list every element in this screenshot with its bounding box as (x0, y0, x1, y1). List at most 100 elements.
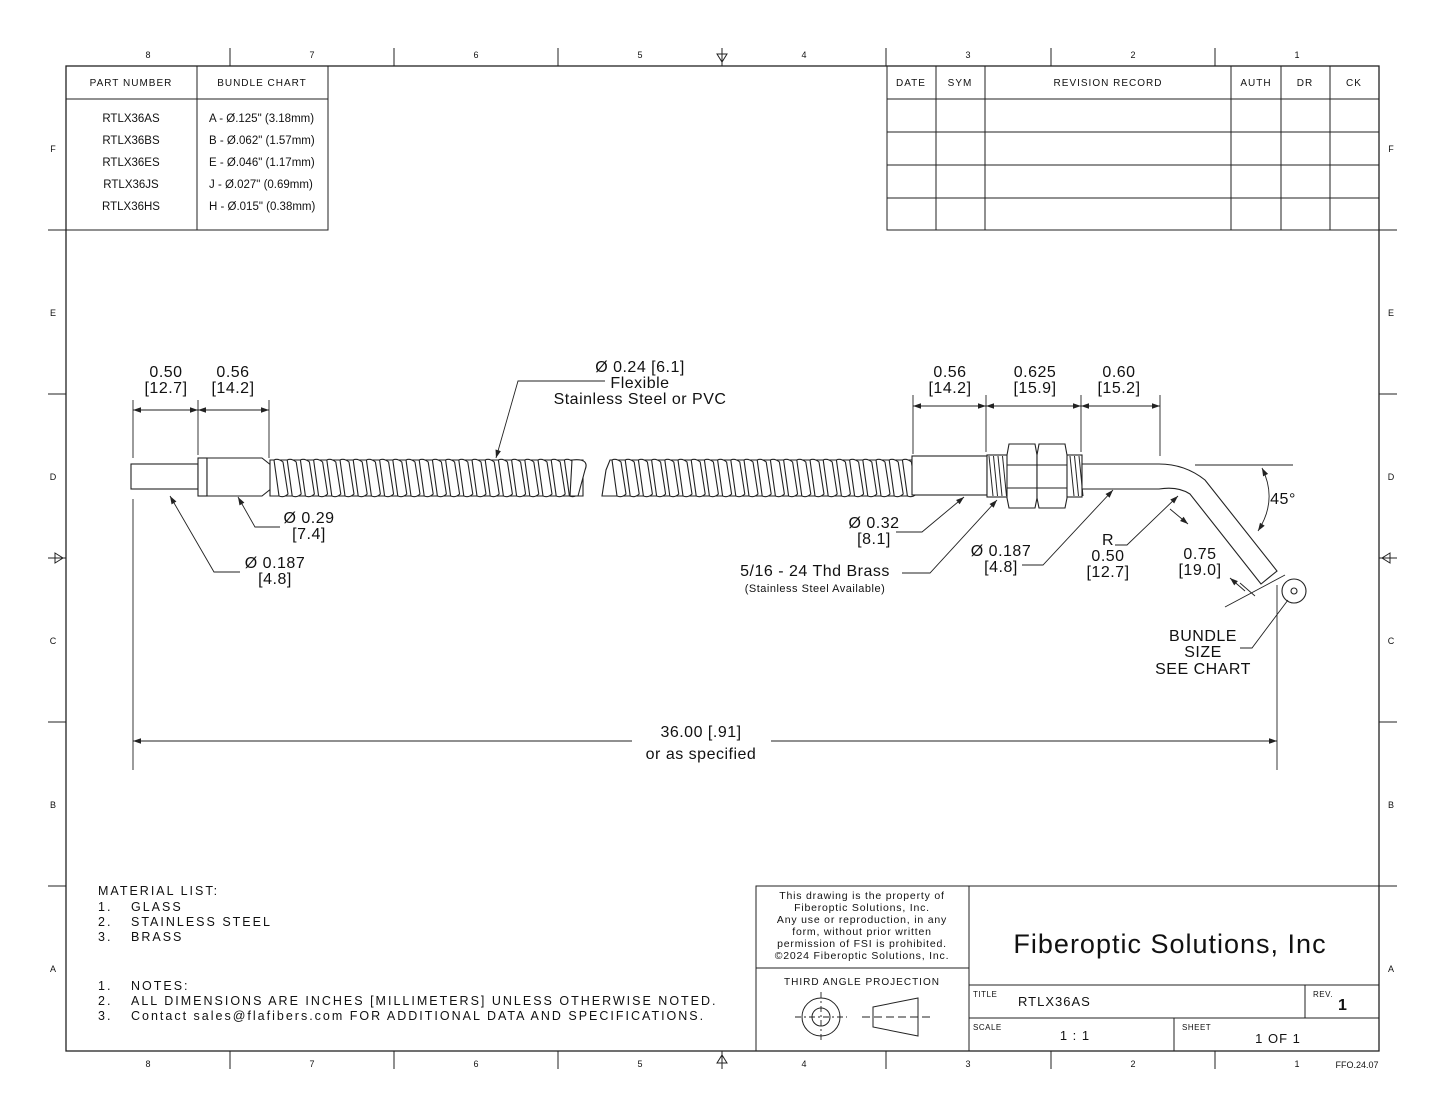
zone-row-E-right: E (1388, 308, 1394, 318)
sheath-coil (286, 458, 302, 498)
drawing-title: RTLX36AS (1018, 994, 1091, 1009)
thread-line (997, 455, 1003, 497)
note-text: ALL DIMENSIONS ARE INCHES [MILLIMETERS] … (131, 994, 718, 1008)
part-number-cell: RTLX36BS (102, 135, 160, 147)
part-number-cell: RTLX36JS (103, 179, 159, 191)
sheath-coil (365, 458, 381, 498)
part-number-cell: RTLX36AS (102, 113, 160, 125)
sheath-coil (611, 458, 627, 498)
sheath-coil (717, 458, 733, 498)
zone-col-3: 3 (965, 50, 970, 60)
zone-row-D-right: D (1388, 472, 1395, 482)
bundle-note-1: BUNDLE (1169, 628, 1237, 645)
note-text: NOTES: (131, 979, 190, 993)
material-list: MATERIAL LIST: 1. GLASS 2. STAINLESS STE… (98, 884, 272, 944)
bundle-note-2: SIZE (1184, 644, 1222, 661)
part-number-cell: RTLX36ES (102, 157, 160, 169)
sheath-coil (783, 458, 799, 498)
dim-056-mm: [14.2] (211, 380, 254, 397)
radius-mm: [12.7] (1086, 564, 1129, 581)
zone-row-B-right: B (1388, 800, 1394, 810)
sheath-coil (550, 458, 566, 498)
dim-050-in: 0.50 (149, 364, 182, 381)
sheath-coil (458, 458, 474, 498)
scale-value: 1 : 1 (1060, 1028, 1090, 1043)
dia-0187-right-mm: [4.8] (984, 559, 1018, 576)
thread-alt: (Stainless Steel Available) (745, 583, 885, 595)
thread-spec: 5/16 - 24 Thd Brass (740, 563, 890, 580)
sheath-coil (743, 458, 759, 498)
thread-line (1069, 455, 1075, 497)
zone-row-A: A (50, 964, 56, 974)
dim-056-right-mm: [14.2] (928, 380, 971, 397)
zone-col-4-bottom: 4 (801, 1059, 806, 1069)
dimension-lines (132, 380, 1293, 770)
sheath-coil (524, 458, 540, 498)
header-dr: DR (1297, 78, 1313, 89)
rev-label: REV. (1313, 990, 1333, 999)
sheath-coil (537, 458, 553, 498)
sheath-coil (326, 458, 342, 498)
rev-value: 1 (1338, 997, 1347, 1014)
material-item: STAINLESS STEEL (131, 915, 272, 929)
dia-0187-left-mm: [4.8] (258, 571, 292, 588)
zone-row-E: E (50, 308, 56, 318)
sheet-label: SHEET (1182, 1023, 1211, 1032)
dim-050-mm: [12.7] (144, 380, 187, 397)
thread-line (988, 455, 994, 497)
dimension-text: 0.50 [12.7] 0.56 [14.2] Ø 0.24 [6.1] Fle… (144, 359, 1295, 763)
hex-nut-1 (1006, 443, 1038, 509)
bundle-size-cell: A - Ø.125" (3.18mm) (209, 113, 314, 125)
zone-col-7: 7 (309, 50, 314, 60)
thread-line (1074, 455, 1079, 497)
zone-row-F-right: F (1388, 144, 1394, 154)
header-ck: CK (1346, 78, 1362, 89)
hex-nut-2 (1036, 443, 1068, 509)
sheath-coils-left (273, 458, 579, 498)
sheath-coil (405, 458, 421, 498)
zone-col-4: 4 (801, 50, 806, 60)
overall-length-note: or as specified (646, 746, 757, 763)
sheath-coils-right (611, 458, 917, 498)
zone-row-B: B (50, 800, 56, 810)
dim-056-right-in: 0.56 (933, 364, 966, 381)
dia-032-in: Ø 0.32 (848, 515, 899, 532)
sheath-coil (418, 458, 434, 498)
zone-col-1-bottom: 1 (1294, 1059, 1299, 1069)
projection-label: THIRD ANGLE PROJECTION (784, 977, 940, 988)
header-sym: SYM (948, 78, 973, 89)
radius-label: R (1102, 532, 1114, 549)
dia-029-in: Ø 0.29 (283, 510, 334, 527)
material-num: 3. (98, 930, 112, 944)
sheath-coil (677, 458, 693, 498)
sheath-coil (756, 458, 772, 498)
zone-row-C: C (50, 636, 57, 646)
property-line: This drawing is the property of (779, 890, 944, 902)
sheath-coil (392, 458, 408, 498)
zone-col-8: 8 (145, 50, 150, 60)
material-item: BRASS (131, 930, 183, 944)
material-num: 1. (98, 900, 112, 914)
tip-length-in: 0.75 (1183, 546, 1216, 563)
zone-row-D: D (50, 472, 57, 482)
sheath-coil (497, 458, 513, 498)
third-angle-projection-icon (795, 992, 930, 1042)
dia-032-mm: [8.1] (857, 531, 891, 548)
sheath-type: Flexible (610, 375, 669, 392)
zone-row-C-right: C (1388, 636, 1395, 646)
property-line: permission of FSI is prohibited. (777, 938, 947, 950)
ferrule-collar (197, 457, 208, 497)
sheath-coil (313, 458, 329, 498)
radius-in: 0.50 (1091, 548, 1124, 565)
sheath-coil (299, 458, 315, 498)
sheath-coil (352, 458, 368, 498)
zone-col-3-bottom: 3 (965, 1059, 970, 1069)
scale-label: SCALE (973, 1023, 1002, 1032)
material-list-title: MATERIAL LIST: (98, 884, 219, 898)
zone-col-6-bottom: 6 (473, 1059, 478, 1069)
sheath-coil (690, 458, 706, 498)
bundle-chart-table: PART NUMBER BUNDLE CHART RTLX36AS RTLX36… (65, 65, 329, 231)
property-line: Fiberoptic Solutions, Inc. (794, 902, 930, 914)
sheath-coil (822, 458, 838, 498)
